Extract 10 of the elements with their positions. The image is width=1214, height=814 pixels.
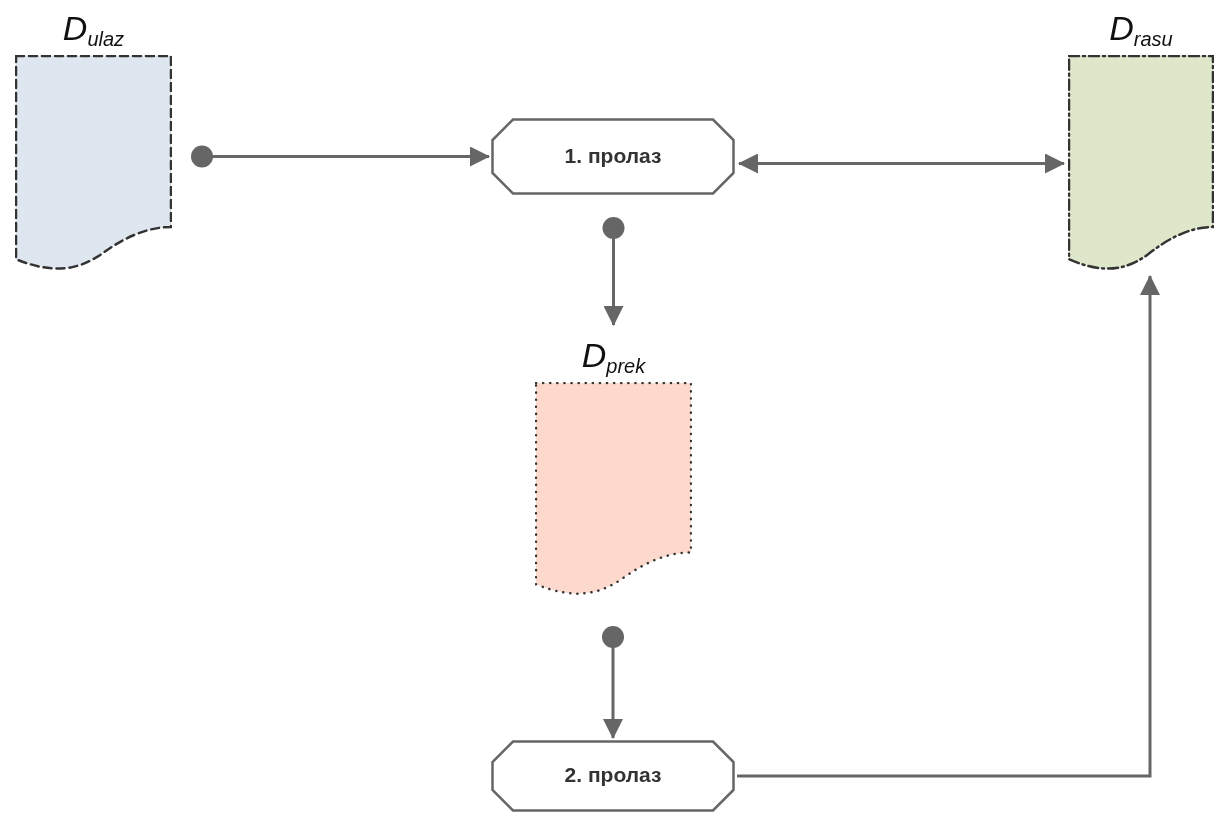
process-label: 2. пролаз — [564, 763, 662, 786]
arrow — [737, 275, 1160, 778]
arrow — [602, 217, 625, 326]
arrow — [602, 626, 624, 739]
document-label: D$_{prek}$ — [581, 335, 646, 379]
document-label: D$_{ulaz}$ — [62, 8, 125, 52]
process-label: 1. пролаз — [564, 143, 662, 167]
arrow — [738, 153, 1065, 174]
document-label: D$_{rasu}$ — [1109, 8, 1173, 52]
arrow — [191, 145, 490, 168]
